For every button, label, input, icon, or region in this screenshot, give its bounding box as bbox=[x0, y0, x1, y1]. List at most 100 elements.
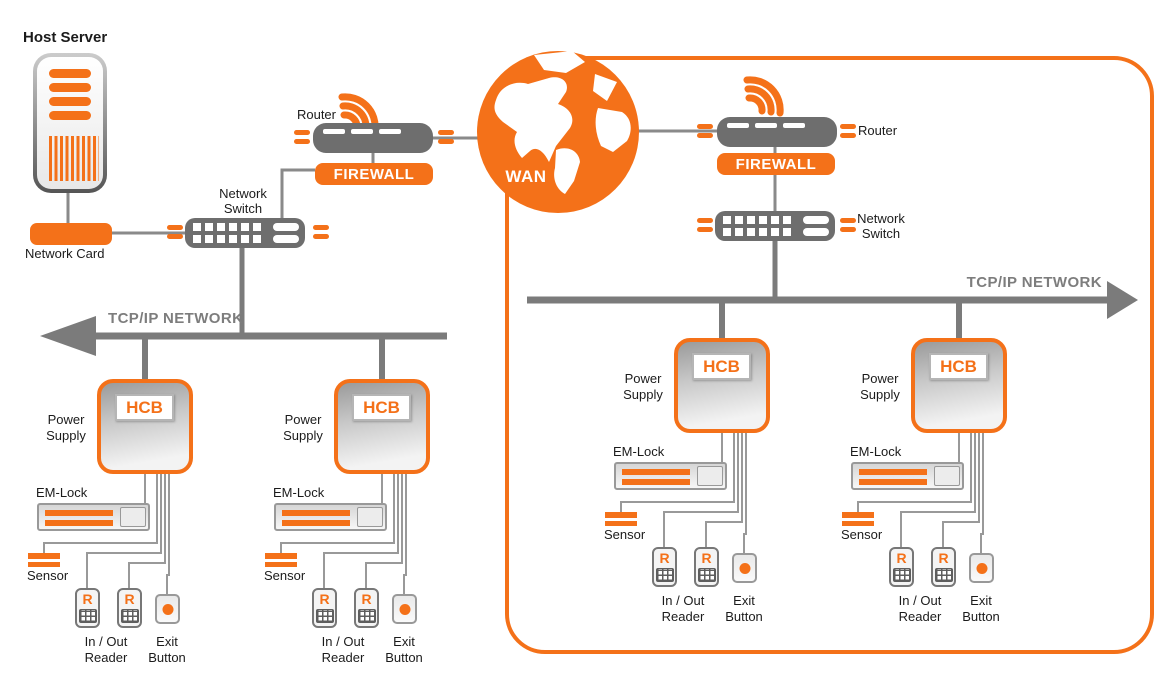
connector-mark-icon bbox=[438, 130, 454, 144]
in-out-reader-label: In / Out Reader bbox=[661, 593, 705, 624]
reader-r-label: R bbox=[659, 550, 670, 566]
exit-button bbox=[392, 594, 417, 624]
exit-button bbox=[732, 553, 757, 583]
server-bar-icon bbox=[49, 97, 91, 106]
network-card bbox=[30, 223, 112, 245]
hcb-label: HCB bbox=[929, 353, 988, 380]
reader-r-label: R bbox=[124, 591, 135, 607]
in-reader: R bbox=[75, 588, 100, 628]
tcpip-network-label-right: TCP/IP NETWORK bbox=[966, 274, 1102, 291]
reader-keypad-icon bbox=[892, 568, 911, 582]
router-label-left: Router bbox=[296, 107, 336, 122]
bus-arrow-right-icon bbox=[1107, 281, 1138, 319]
switch-ports-icon bbox=[723, 216, 799, 236]
in-reader: R bbox=[652, 547, 677, 587]
exit-button-dot-icon bbox=[976, 563, 987, 574]
power-supply-label: Power Supply bbox=[46, 412, 86, 443]
server-bar-icon bbox=[49, 111, 91, 120]
connector-mark-icon bbox=[840, 124, 856, 138]
power-supply-label: Power Supply bbox=[860, 371, 900, 402]
in-out-reader-label: In / Out Reader bbox=[321, 634, 365, 665]
network-switch-label-left: Network Switch bbox=[219, 186, 267, 216]
sensor-label: Sensor bbox=[841, 527, 883, 542]
access-control-group: HCB Power Supply EM-Lock Sensor R R In /… bbox=[841, 338, 1011, 638]
router-left bbox=[313, 123, 433, 153]
host-server-body bbox=[37, 57, 103, 189]
exit-button bbox=[155, 594, 180, 624]
em-lock-block bbox=[697, 466, 723, 486]
hcb-controller: HCB bbox=[97, 379, 193, 474]
sensor-label: Sensor bbox=[27, 568, 69, 583]
out-reader: R bbox=[354, 588, 379, 628]
hcb-label: HCB bbox=[115, 394, 174, 421]
exit-button-label: Exit Button bbox=[962, 593, 1000, 624]
server-vents-icon bbox=[49, 136, 99, 181]
sensor bbox=[605, 512, 637, 526]
access-control-group: HCB Power Supply EM-Lock Sensor R R In /… bbox=[264, 379, 434, 679]
router-right bbox=[717, 117, 837, 147]
switch-ports-icon bbox=[193, 223, 269, 243]
exit-button bbox=[969, 553, 994, 583]
em-lock bbox=[37, 503, 150, 531]
exit-button-dot-icon bbox=[739, 563, 750, 574]
sensor bbox=[28, 553, 60, 567]
wan-globe-icon bbox=[477, 51, 639, 213]
reader-r-label: R bbox=[938, 550, 949, 566]
reader-r-label: R bbox=[319, 591, 330, 607]
hcb-controller: HCB bbox=[674, 338, 770, 433]
access-control-group: HCB Power Supply EM-Lock Sensor R R In /… bbox=[27, 379, 197, 679]
reader-r-label: R bbox=[896, 550, 907, 566]
power-supply-label: Power Supply bbox=[283, 412, 323, 443]
wifi-icon-right bbox=[743, 76, 784, 117]
switch-slot-icon bbox=[273, 223, 299, 231]
firewall-left: FIREWALL bbox=[315, 163, 433, 185]
em-lock bbox=[614, 462, 727, 490]
tcpip-bus-left bbox=[40, 316, 447, 384]
connector-mark-icon bbox=[697, 124, 713, 138]
tcpip-network-label-left: TCP/IP NETWORK bbox=[108, 310, 244, 327]
in-out-reader-label: In / Out Reader bbox=[898, 593, 942, 624]
in-reader: R bbox=[889, 547, 914, 587]
switch-slot-icon bbox=[803, 216, 829, 224]
in-out-reader-label: In / Out Reader bbox=[84, 634, 128, 665]
exit-button-label: Exit Button bbox=[148, 634, 186, 665]
reader-keypad-icon bbox=[934, 568, 953, 582]
sensor-label: Sensor bbox=[264, 568, 306, 583]
network-card-label: Network Card bbox=[25, 246, 105, 261]
connector-mark-icon bbox=[294, 130, 310, 144]
out-reader: R bbox=[931, 547, 956, 587]
connector-mark-icon bbox=[167, 225, 183, 239]
reader-r-label: R bbox=[361, 591, 372, 607]
em-lock-label: EM-Lock bbox=[273, 485, 325, 500]
reader-keypad-icon bbox=[697, 568, 716, 582]
reader-keypad-icon bbox=[315, 609, 334, 623]
reader-r-label: R bbox=[82, 591, 93, 607]
in-reader: R bbox=[312, 588, 337, 628]
connector-mark-icon bbox=[697, 218, 713, 232]
em-lock-block bbox=[357, 507, 383, 527]
power-supply-label: Power Supply bbox=[623, 371, 663, 402]
em-lock-block bbox=[120, 507, 146, 527]
reader-keypad-icon bbox=[357, 609, 376, 623]
em-lock bbox=[851, 462, 964, 490]
bus-arrow-left-icon bbox=[40, 316, 96, 356]
reader-keypad-icon bbox=[78, 609, 97, 623]
network-switch-right bbox=[715, 211, 835, 241]
em-lock-label: EM-Lock bbox=[850, 444, 902, 459]
hcb-controller: HCB bbox=[334, 379, 430, 474]
reader-keypad-icon bbox=[120, 609, 139, 623]
sensor-label: Sensor bbox=[604, 527, 646, 542]
network-switch-label-right: Network Switch bbox=[857, 211, 905, 241]
server-bar-icon bbox=[49, 69, 91, 78]
switch-slot-icon bbox=[273, 235, 299, 243]
host-server bbox=[33, 53, 107, 193]
out-reader: R bbox=[117, 588, 142, 628]
exit-button-dot-icon bbox=[399, 604, 410, 615]
exit-button-label: Exit Button bbox=[725, 593, 763, 624]
hcb-label: HCB bbox=[692, 353, 751, 380]
firewall-right: FIREWALL bbox=[717, 153, 835, 175]
wan-label: WAN bbox=[505, 167, 547, 186]
reader-r-label: R bbox=[701, 550, 712, 566]
switch-to-firewall-line bbox=[280, 168, 315, 218]
